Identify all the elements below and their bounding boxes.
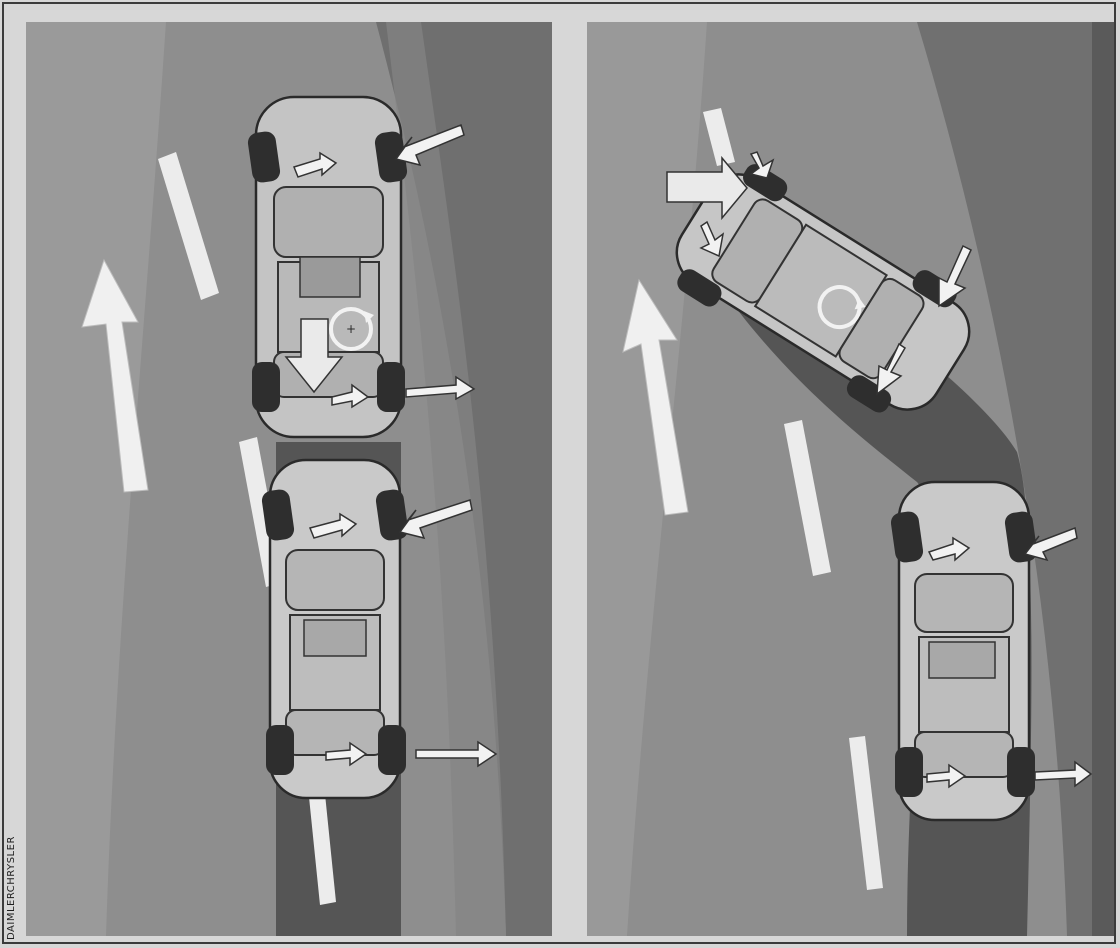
- force-arrow-rl: [876, 342, 907, 396]
- force-arrow-fl: [293, 151, 338, 178]
- road-shading-right: [376, 22, 552, 936]
- lane-marking-1: [158, 152, 219, 300]
- credit-label: DAIMLERCHRYSLER: [6, 820, 18, 940]
- force-arrow-fr: [1023, 526, 1078, 562]
- force-arrow-rr: [1034, 760, 1093, 788]
- rear-window: [838, 277, 925, 380]
- windshield: [285, 549, 385, 611]
- lane-marking-3: [309, 794, 336, 905]
- force-arrow-fr: [398, 499, 473, 540]
- large-force-arrow: [666, 155, 748, 221]
- force-arrow-rr: [415, 740, 498, 768]
- force-arrow-rr: [938, 244, 972, 308]
- force-arrow-fr: [394, 124, 465, 167]
- force-arrow-rl: [325, 741, 368, 767]
- lane-marking-3: [849, 736, 883, 890]
- credit-text: DAIMLERCHRYSLER: [6, 836, 17, 940]
- tire-front-right: [677, 269, 722, 307]
- tire-rear-right: [1007, 747, 1035, 797]
- tire-rear-right: [377, 362, 405, 412]
- tire-rear-left: [252, 362, 280, 412]
- tire-rear-left: [895, 747, 923, 797]
- sunroof: [299, 256, 361, 298]
- tire-front-right: [375, 489, 409, 541]
- direction-arrow: [622, 278, 689, 516]
- down-force-arrow: [284, 318, 344, 394]
- windshield: [914, 573, 1014, 633]
- tire-rear-right: [846, 375, 892, 413]
- sunroof: [303, 619, 367, 657]
- yaw-rotation-arrowhead: [364, 311, 374, 323]
- tire-front-left: [890, 511, 924, 563]
- road-shading-mid: [386, 22, 506, 936]
- right-scene: [587, 22, 1114, 936]
- yaw-rotation-arrowhead: [854, 298, 866, 310]
- yaw-rotation-icon: [329, 307, 373, 351]
- force-arrow-fr: [749, 151, 775, 179]
- tire-rear-right: [378, 725, 406, 775]
- lane-marking-2: [784, 420, 831, 576]
- left-scene: +: [26, 22, 552, 936]
- car-upper: +: [247, 95, 476, 439]
- force-arrow-rr: [405, 375, 476, 401]
- tire-rear-left: [266, 725, 294, 775]
- force-arrow-fl: [308, 512, 358, 539]
- yaw-rotation-icon: [817, 285, 862, 330]
- tire-front-right: [374, 131, 408, 183]
- svg-text:+: +: [346, 322, 356, 336]
- force-arrow-fl: [927, 536, 971, 562]
- windshield: [273, 186, 384, 258]
- rear-window: [285, 709, 385, 756]
- force-arrow-rl: [926, 763, 967, 789]
- direction-arrow: [81, 258, 149, 493]
- lane-marking-1: [703, 108, 735, 166]
- panel-right: [587, 22, 1114, 936]
- force-arrow-fl: [699, 220, 725, 258]
- sunroof: [928, 641, 996, 679]
- rear-window: [914, 731, 1014, 778]
- force-arrow-rl: [331, 383, 370, 409]
- panel-left: +: [26, 22, 552, 936]
- road-shading-left: [26, 22, 166, 936]
- road-shading-right: [917, 22, 1097, 936]
- tire-front-left: [261, 489, 295, 541]
- road-edge: [1092, 22, 1114, 936]
- car-lower: [890, 480, 1093, 822]
- car-lower: [261, 458, 498, 800]
- tire-front-left: [247, 131, 281, 183]
